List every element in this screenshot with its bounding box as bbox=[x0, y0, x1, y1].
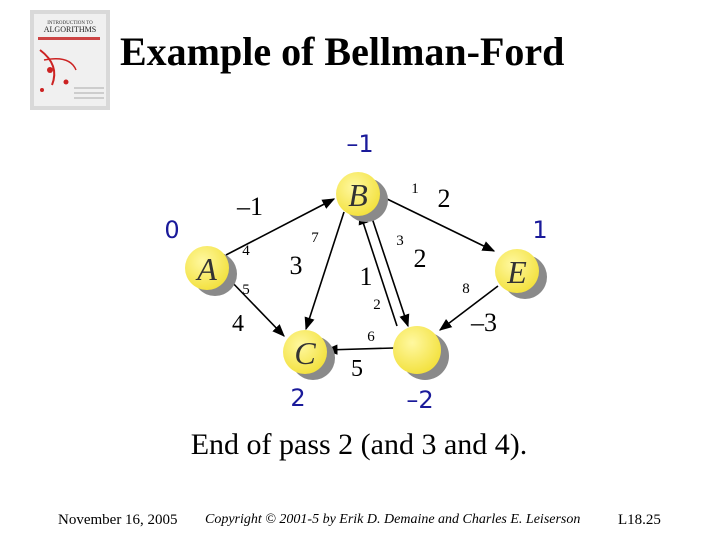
book-cover-image: INTRODUCTION TO ALGORITHMS bbox=[30, 10, 110, 110]
node-E: E bbox=[495, 249, 547, 299]
order-label-3: 3 bbox=[396, 233, 404, 249]
edge-B-E bbox=[382, 196, 496, 252]
distance-E: 1 bbox=[532, 216, 547, 244]
edge-B-D bbox=[369, 211, 410, 328]
node-C: C bbox=[283, 330, 335, 380]
order-label-2: 2 bbox=[373, 297, 381, 313]
distance-A: 0 bbox=[164, 216, 179, 244]
node-B: B bbox=[336, 172, 388, 222]
node-E-label: E bbox=[506, 254, 527, 290]
weight-D-C: 5 bbox=[351, 356, 363, 382]
distance-C: 2 bbox=[290, 384, 305, 412]
slide-caption: End of pass 2 (and 3 and 4). bbox=[190, 428, 528, 461]
order-label-7: 7 bbox=[311, 230, 319, 246]
node-A: A bbox=[185, 246, 237, 296]
node-C-label: C bbox=[294, 335, 316, 371]
edge-A-B bbox=[225, 198, 336, 256]
weight-B-C: 3 bbox=[290, 251, 303, 280]
slide-title: Example of Bellman-Ford bbox=[120, 29, 565, 74]
footer-copyright: Copyright © 2001-5 by Erik D. Demaine an… bbox=[205, 512, 581, 527]
node-A-label: A bbox=[195, 251, 217, 287]
node-D bbox=[393, 326, 449, 380]
weight-A-C: 4 bbox=[232, 311, 244, 337]
weight-B-E: 2 bbox=[438, 184, 451, 213]
cover-line-1: INTRODUCTION TO bbox=[47, 21, 93, 26]
distance-D: –2 bbox=[406, 386, 433, 414]
weight-D-B: 1 bbox=[360, 262, 373, 291]
weight-B-D: 2 bbox=[414, 244, 427, 273]
order-label-1: 1 bbox=[411, 181, 419, 197]
order-label-8: 8 bbox=[462, 281, 470, 297]
weight-A-B: –1 bbox=[236, 192, 263, 221]
cover-line-2: ALGORITHMS bbox=[44, 25, 96, 34]
node-B-label: B bbox=[348, 177, 368, 213]
edge-D-C bbox=[324, 344, 395, 355]
weight-E-D: –3 bbox=[470, 308, 497, 337]
order-label-5: 5 bbox=[242, 282, 250, 298]
order-label-6: 6 bbox=[367, 329, 375, 345]
edge-B-C bbox=[304, 211, 345, 331]
edge-D-B bbox=[358, 211, 398, 327]
order-label-4: 4 bbox=[242, 243, 250, 259]
distance-B: –1 bbox=[346, 130, 373, 158]
footer-date: November 16, 2005 bbox=[58, 512, 178, 528]
footer-page-number: L18.25 bbox=[618, 512, 661, 528]
edge-A-C bbox=[227, 277, 285, 337]
edge-E-D bbox=[438, 285, 499, 331]
